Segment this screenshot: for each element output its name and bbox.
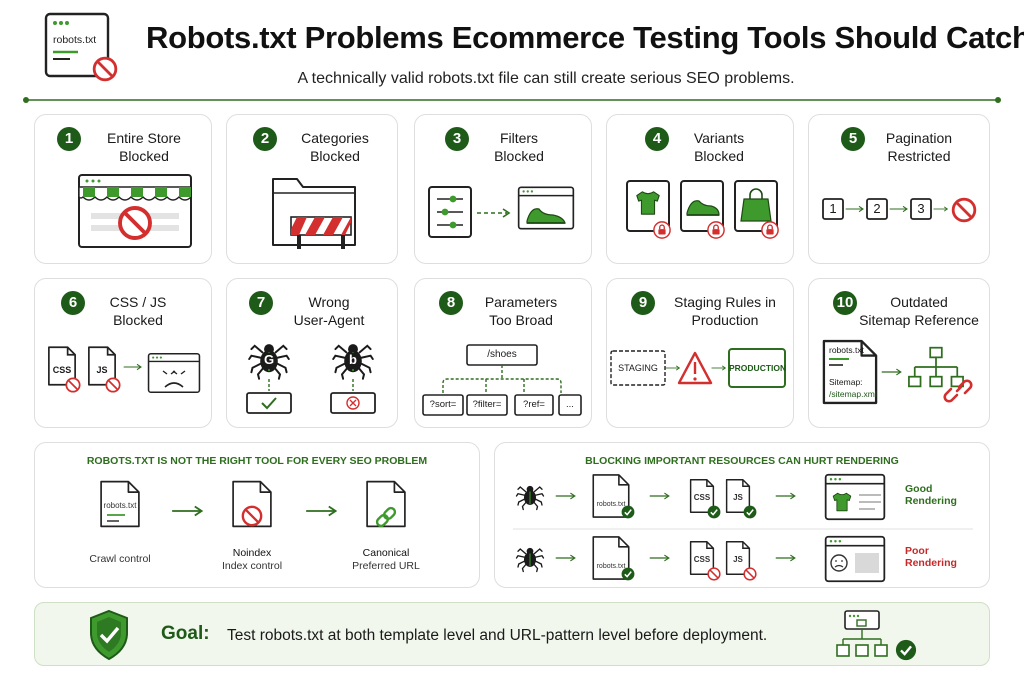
noindex-label: Noindex	[232, 547, 272, 559]
panel-right-icons	[513, 473, 973, 583]
card-number: 9	[631, 291, 655, 315]
preferred-url-label: Preferred URL	[352, 560, 420, 572]
card-number: 7	[249, 291, 273, 315]
css-file-label: CSS	[52, 365, 72, 375]
blocked-resources-icon: CSS JS	[35, 335, 211, 427]
parameter-tree-icon: /shoes ?sort= ?filter= ?ref= ...	[415, 335, 591, 427]
panel-blocking-resources: BLOCKING IMPORTANT RESOURCES CAN HURT RE…	[494, 442, 990, 588]
sitemap-key: Sitemap:	[829, 377, 863, 387]
header-file-label: robots.txt	[53, 34, 97, 46]
goal-banner: Goal: Test robots.txt at both template l…	[34, 602, 990, 666]
googlebot-letter: G	[263, 352, 275, 367]
goal-label: Goal:	[161, 623, 210, 644]
page-title: Robots.txt Problems Ecommerce Testing To…	[146, 20, 1024, 55]
locked-variants-icon	[607, 171, 793, 263]
panel-right-file-label-good: robots.txt	[596, 501, 626, 508]
page-3: 3	[917, 201, 925, 216]
css-label-poor: CSS	[693, 555, 711, 564]
card-number: 3	[445, 127, 469, 151]
param-more: ...	[566, 399, 574, 410]
sitemap-path: /sitemap.xml	[829, 389, 877, 399]
param-ref: ?ref=	[523, 399, 545, 410]
js-label-poor: JS	[733, 555, 743, 564]
bingbot-letter: b	[349, 352, 357, 367]
crawl-control-label: Crawl control	[89, 553, 151, 565]
canonical-label: Canonical	[362, 547, 410, 559]
pagination-blocked-icon: 1 2 3	[809, 171, 989, 263]
panel-robots-not-right-tool: ROBOTS.TXT IS NOT THE RIGHT TOOL FOR EVE…	[34, 442, 480, 588]
filter-to-product-icon	[415, 171, 591, 263]
production-label: PRODUCTION	[729, 363, 787, 373]
staging-label: STAGING	[618, 363, 658, 373]
header-divider	[22, 96, 1002, 104]
card-number: 4	[645, 127, 669, 151]
card-number: 1	[57, 127, 81, 151]
shield-check-icon	[90, 609, 128, 661]
param-filter: ?filter=	[472, 399, 502, 410]
panel-left-file-label: robots.txt	[103, 501, 137, 510]
js-file-label: JS	[96, 365, 108, 375]
card-number: 6	[61, 291, 85, 315]
panel-right-file-label-poor: robots.txt	[596, 563, 626, 570]
param-root: /shoes	[487, 349, 517, 360]
page-subtitle: A technically valid robots.txt file can …	[297, 70, 795, 87]
user-agent-bots-icon: G b	[227, 335, 397, 427]
css-label-good: CSS	[693, 493, 711, 502]
sitemap-broken-link-icon: robots.txt Sitemap: /sitemap.xml	[809, 335, 989, 427]
js-label-good: JS	[733, 493, 743, 502]
card-number: 8	[439, 291, 463, 315]
sitemap-check-icon	[836, 610, 917, 661]
card-number: 2	[253, 127, 277, 151]
storefront-blocked-icon	[35, 171, 211, 263]
staging-to-production-icon: STAGING PRODUCTION	[607, 335, 793, 427]
panel-title: BLOCKING IMPORTANT RESOURCES CAN HURT RE…	[585, 455, 899, 467]
panel-left-icons	[100, 480, 406, 528]
panel-title: ROBOTS.TXT IS NOT THE RIGHT TOOL FOR EVE…	[86, 455, 428, 467]
page-1: 1	[829, 201, 837, 216]
param-sort: ?sort=	[429, 399, 457, 410]
sitemap-file-label: robots.txt	[829, 345, 864, 355]
goal-text: Test robots.txt at both template level a…	[227, 627, 768, 644]
card-number: 10	[833, 291, 857, 315]
index-control-label: Index control	[221, 560, 283, 572]
folder-barrier-icon	[227, 171, 397, 263]
card-number: 5	[841, 127, 865, 151]
page-2: 2	[873, 201, 881, 216]
robots-file-header-icon: robots.txt	[44, 12, 128, 84]
